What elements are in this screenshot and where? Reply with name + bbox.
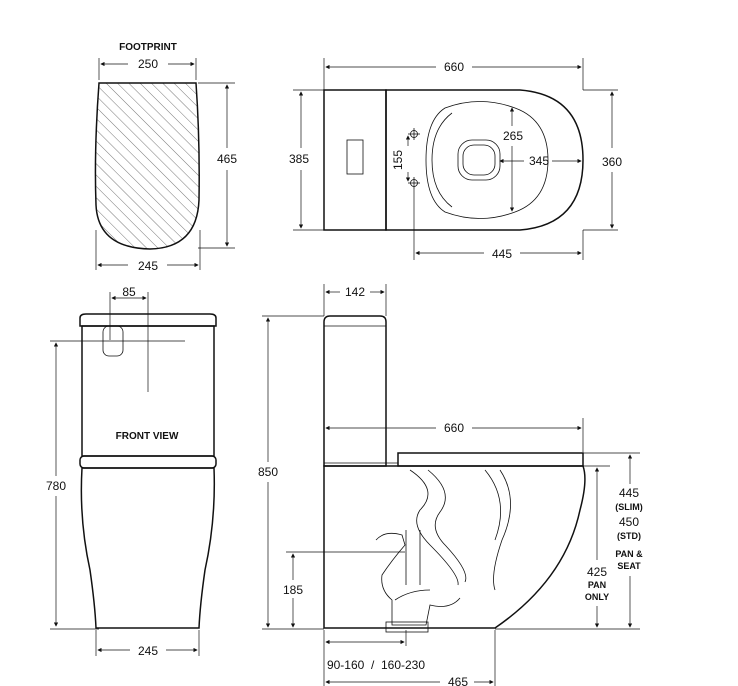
front-button-offset: 85	[122, 285, 136, 299]
side-pan-only-label-1: PAN	[588, 580, 606, 590]
footprint-depth: 465	[217, 152, 237, 166]
plan-view: 660 155 265 345 385	[289, 58, 622, 261]
plan-overall-width: 360	[602, 155, 622, 169]
front-base-width: 245	[138, 644, 158, 658]
footprint-shape	[94, 82, 200, 250]
side-std-label: (STD)	[617, 531, 641, 541]
plan-seat-outline	[431, 112, 453, 208]
side-slim-label: (SLIM)	[615, 502, 643, 512]
side-cistern-width: 142	[345, 285, 365, 299]
side-seat-height-std: 450	[619, 515, 639, 529]
side-base-depth: 465	[448, 675, 468, 686]
front-flush-button	[102, 325, 124, 357]
footprint-width-top: 250	[138, 57, 158, 71]
front-seat	[79, 455, 217, 469]
side-pan-seat-label-2: SEAT	[617, 561, 641, 571]
side-overall-length: 660	[444, 421, 464, 435]
side-trapway	[409, 469, 511, 591]
footprint-title: FOOTPRINT	[119, 42, 177, 53]
side-pan-seat-label-1: PAN &	[615, 549, 643, 559]
side-pan	[323, 465, 586, 629]
front-height: 780	[46, 479, 66, 493]
plan-bowl-inner-depth: 265	[503, 129, 523, 143]
plan-overall-length: 660	[444, 60, 464, 74]
plan-hole-spacing: 155	[391, 150, 405, 170]
plan-bowl	[385, 89, 584, 231]
plan-bowl-inner-width: 345	[529, 154, 549, 168]
front-cistern	[79, 313, 217, 327]
side-cistern	[323, 315, 387, 467]
side-seat-height-slim: 445	[619, 486, 639, 500]
plan-outlet	[457, 139, 501, 181]
plan-bowl-length: 445	[492, 247, 512, 261]
front-view-title: FRONT VIEW	[116, 431, 179, 442]
front-pan	[80, 467, 216, 629]
side-overall-height: 850	[258, 465, 278, 479]
side-view: 142 660 850 185	[258, 284, 643, 686]
flush-button	[346, 139, 364, 175]
plan-bowl-inner	[425, 101, 549, 219]
footprint-view: FOOTPRINT 250 465 245	[94, 42, 237, 273]
front-view: 85 FRONT VIEW 780 245	[46, 285, 217, 658]
side-pan-only-label-2: ONLY	[585, 592, 609, 602]
footprint-width-bottom: 245	[138, 259, 158, 273]
plan-cistern	[323, 89, 387, 231]
side-seat	[397, 452, 584, 467]
plan-cistern-depth: 385	[289, 152, 309, 166]
side-pan-only-height: 425	[587, 565, 607, 579]
side-setout-range: 90-160 / 160-230	[327, 658, 425, 672]
side-outlet-height: 185	[283, 583, 303, 597]
